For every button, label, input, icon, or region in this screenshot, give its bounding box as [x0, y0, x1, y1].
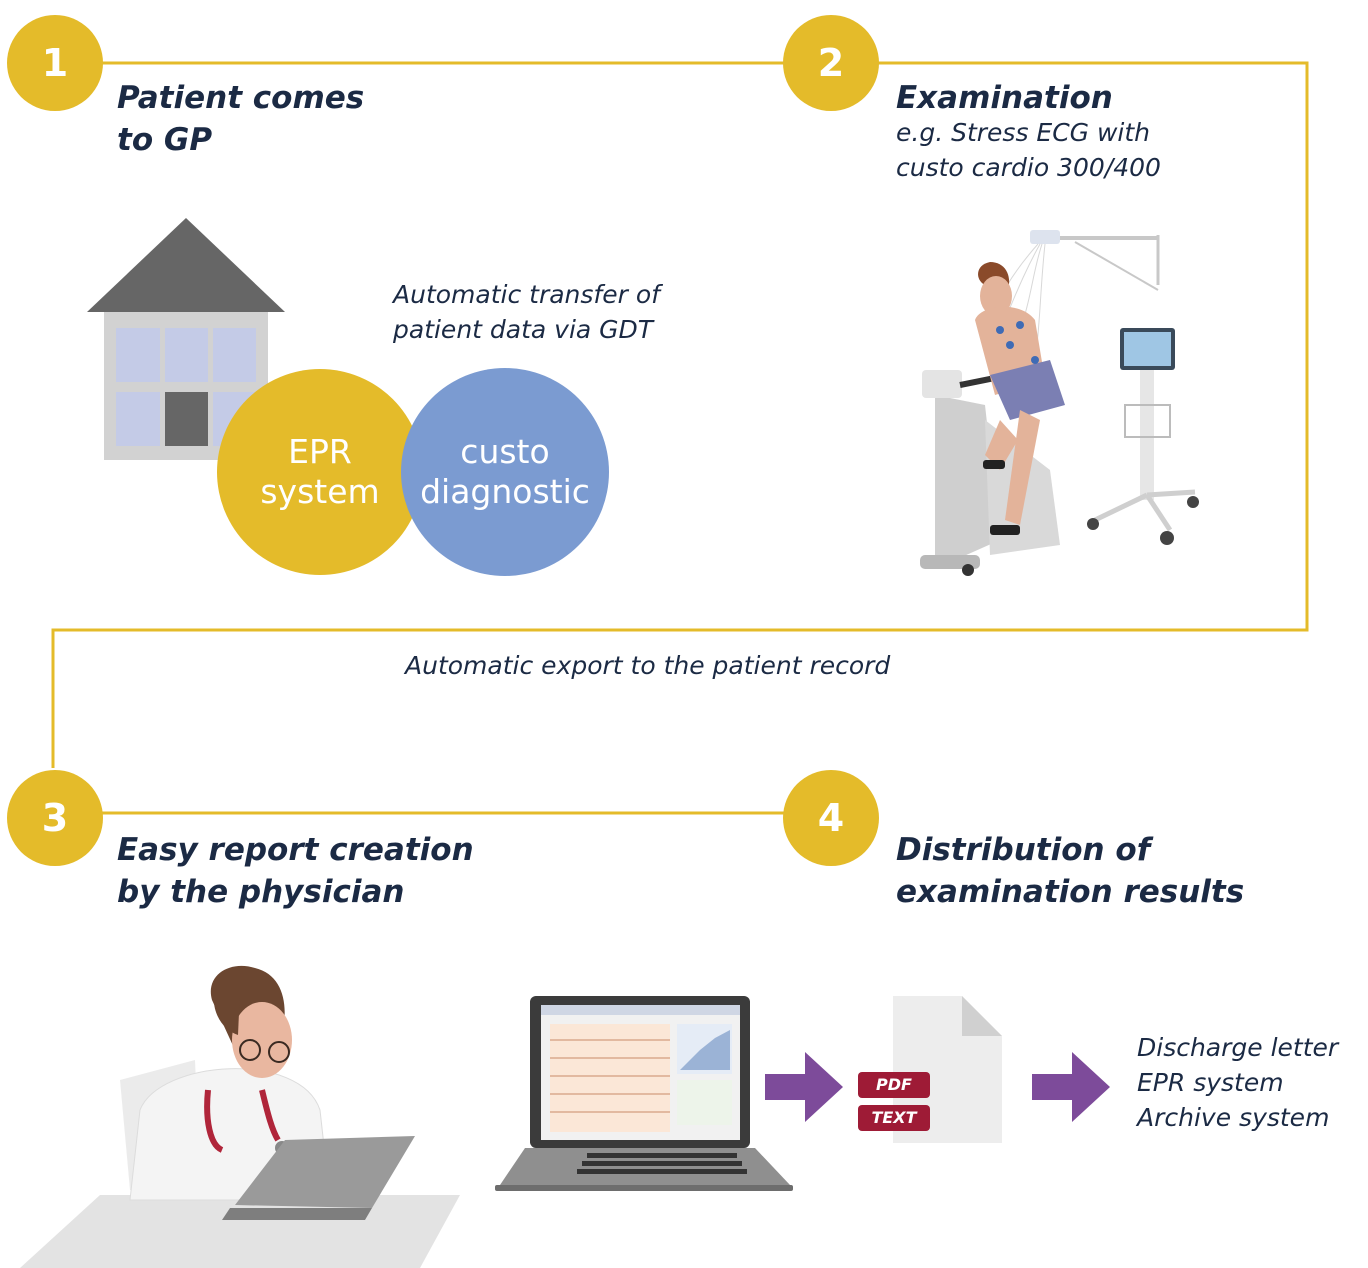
stress-ecg-illustration — [920, 230, 1199, 576]
step-4-badge: 4 — [783, 770, 879, 866]
transfer-note-line1: Automatic transfer of — [393, 280, 660, 309]
step-3-title-line2: by the physician — [117, 874, 405, 910]
step-1-title-line2: to GP — [117, 122, 213, 158]
step-3-title: Easy report creation by the physician — [117, 829, 474, 913]
destination-discharge-letter: Discharge letter — [1137, 1033, 1339, 1062]
step-3-badge: 3 — [7, 770, 103, 866]
step-3-title-line1: Easy report creation — [117, 832, 474, 868]
custo-diagnostic-label-line1: custo — [460, 432, 550, 471]
epr-system-label-line1: EPR — [288, 432, 352, 471]
destination-archive-system: Archive system — [1137, 1103, 1330, 1132]
step-2-subtitle: e.g. Stress ECG with custo cardio 300/40… — [896, 115, 1161, 185]
destination-epr-system: EPR system — [1137, 1068, 1284, 1097]
step-2-title: Examination — [896, 80, 1113, 116]
step-4-title: Distribution of examination results — [896, 829, 1244, 913]
pdf-tag: PDF — [858, 1072, 930, 1098]
step-4-title-line1: Distribution of — [896, 832, 1151, 868]
step-1-title: Patient comes to GP — [117, 77, 364, 161]
document-format-tags: PDF TEXT — [858, 1072, 930, 1138]
export-note: Automatic export to the patient record — [405, 651, 891, 680]
custo-diagnostic-label: custo diagnostic — [410, 432, 600, 512]
laptop-icon — [495, 996, 793, 1191]
destination-list: Discharge letter EPR system Archive syst… — [1137, 1030, 1338, 1135]
step-1-badge: 1 — [7, 15, 103, 111]
arrow-right-icon — [1032, 1052, 1110, 1122]
physician-laptop-illustration — [20, 965, 460, 1268]
custo-diagnostic-label-line2: diagnostic — [420, 472, 590, 511]
epr-system-label-line2: system — [260, 472, 380, 511]
arrow-right-icon — [765, 1052, 843, 1122]
step-1-title-line1: Patient comes — [117, 80, 365, 116]
transfer-note-line2: patient data via GDT — [393, 315, 654, 344]
epr-system-label: EPR system — [245, 432, 395, 512]
step-4-title-line2: examination results — [896, 874, 1245, 910]
epr-system-circle — [217, 369, 423, 575]
step-2-badge: 2 — [783, 15, 879, 111]
step-2-subtitle-line2: custo cardio 300/400 — [896, 153, 1161, 182]
transfer-note: Automatic transfer of patient data via G… — [393, 277, 660, 347]
step-2-subtitle-line1: e.g. Stress ECG with — [896, 118, 1151, 147]
text-tag: TEXT — [858, 1105, 930, 1131]
custo-diagnostic-circle — [401, 368, 609, 576]
flow-connector-lines — [51, 61, 1309, 815]
